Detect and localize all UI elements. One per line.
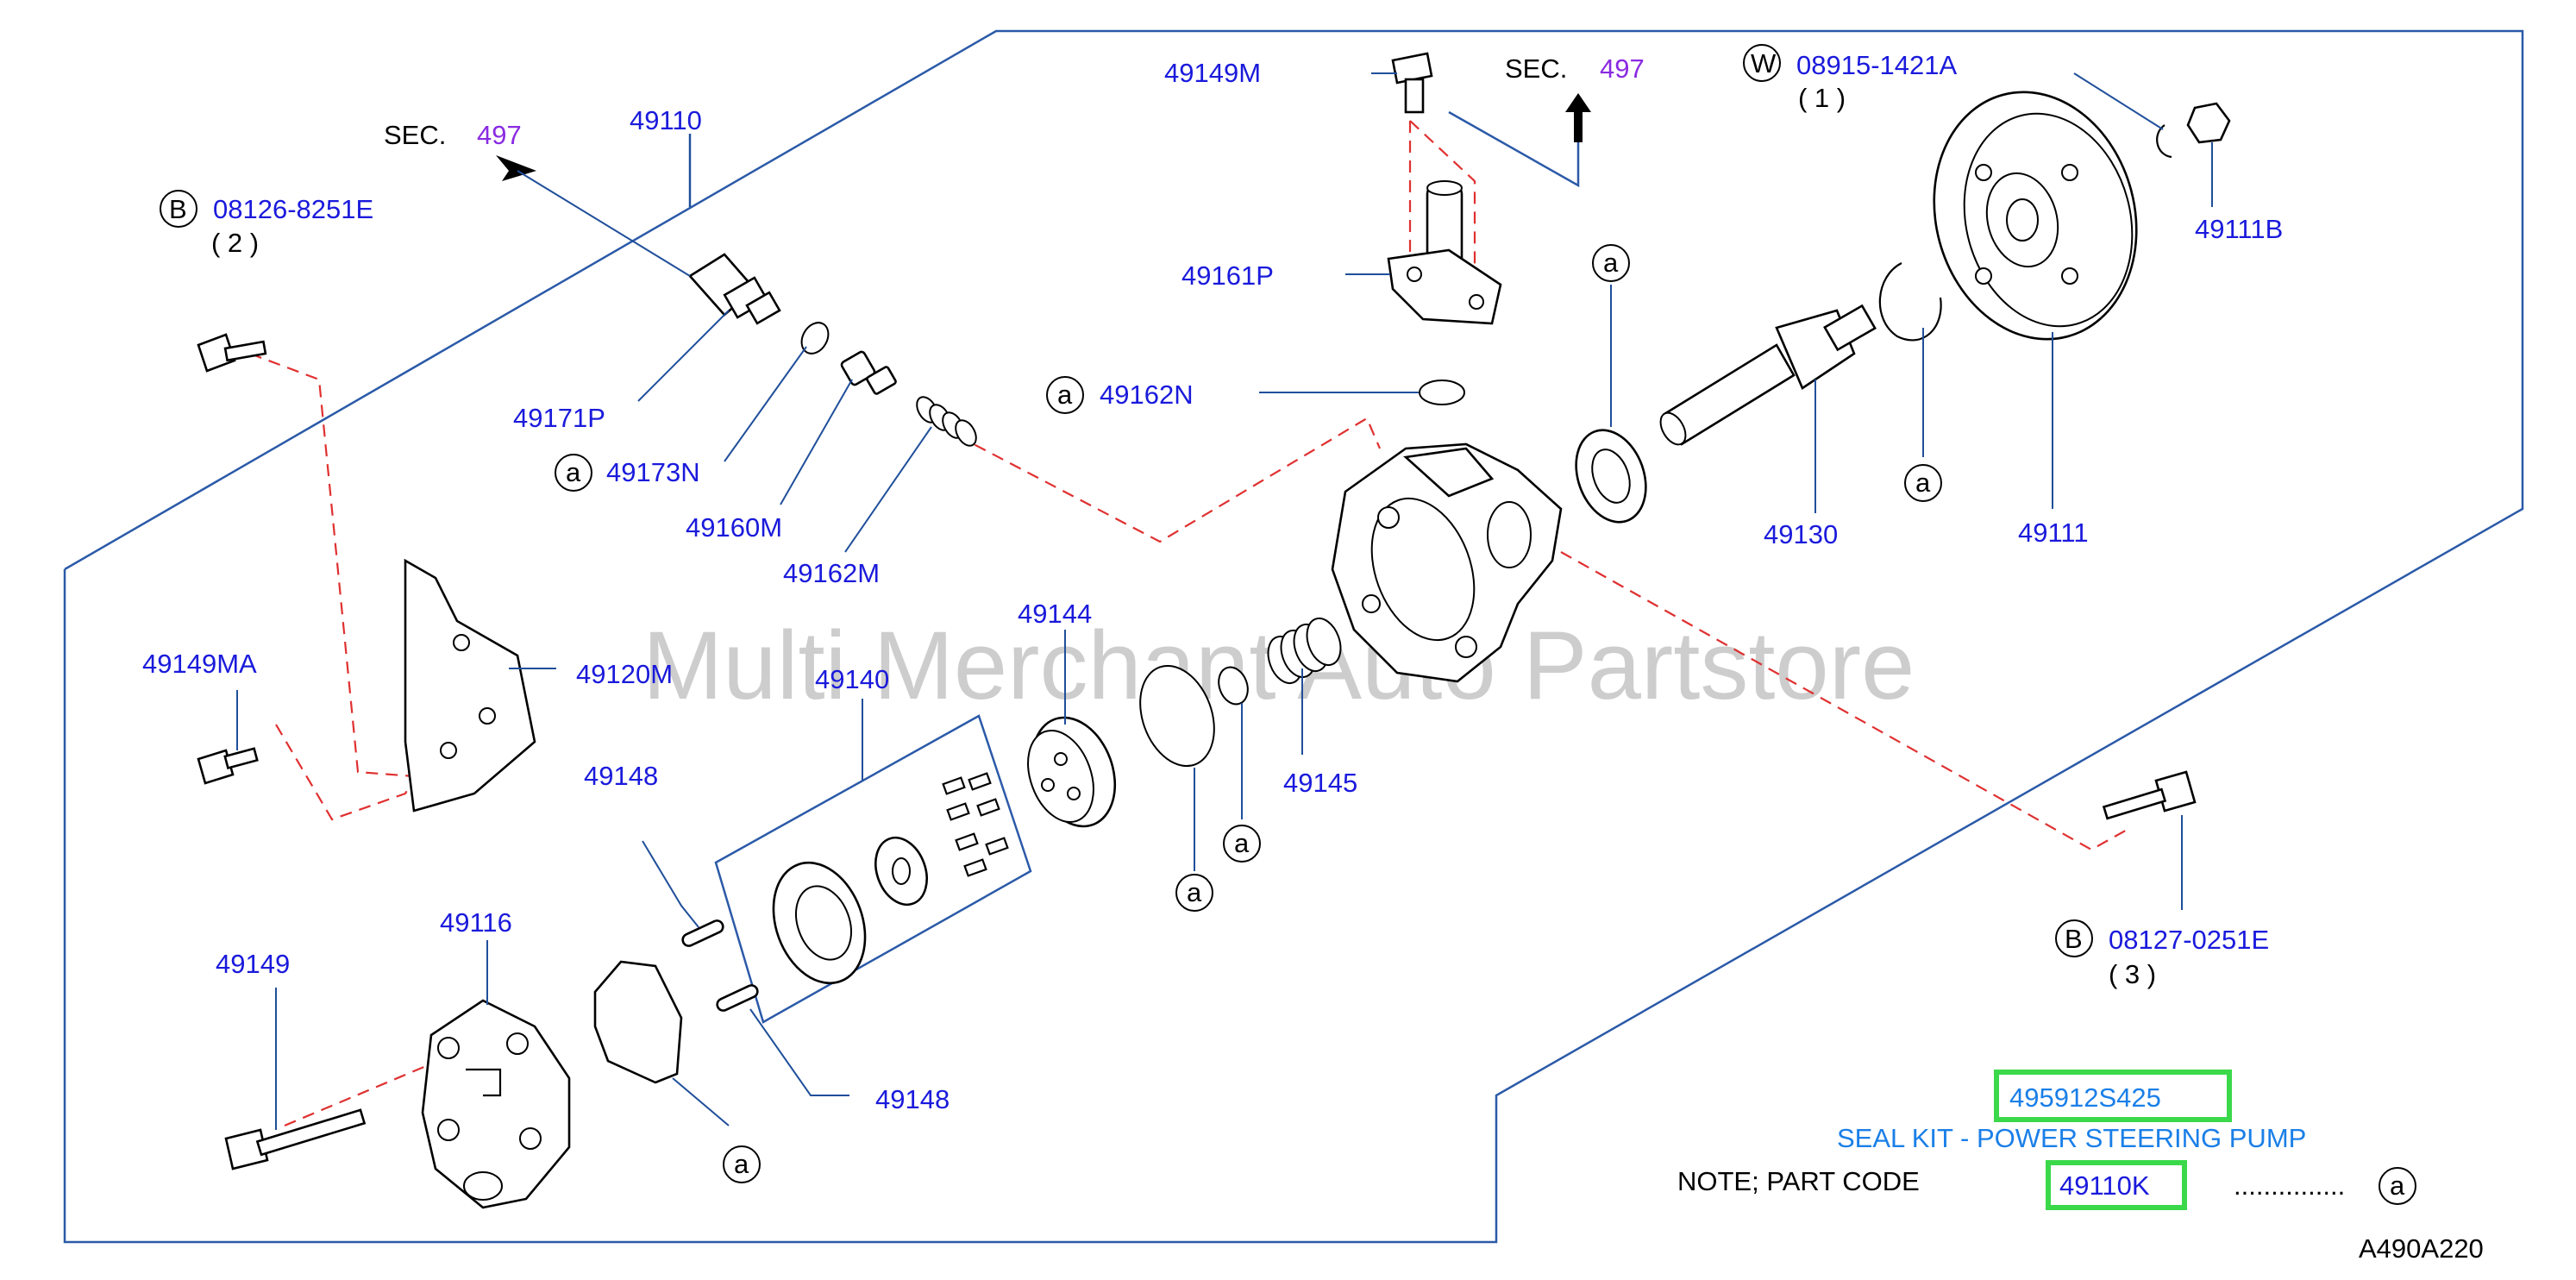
valve-49160M-part: [840, 350, 897, 395]
svg-text:( 2 ): ( 2 ): [211, 228, 259, 258]
union-fitting-49110-part: [688, 253, 781, 325]
o-ring-49173N-part: [800, 322, 830, 355]
oil-seal-part: [1575, 429, 1647, 524]
svg-text:08915-1421A: 08915-1421A: [1796, 50, 1957, 80]
seal-kit-title: SEAL KIT - POWER STEERING PUMP: [1837, 1123, 2306, 1153]
callout-49149MA: 49149MA: [142, 649, 257, 679]
cartridge-kit-49140-part: [714, 714, 1032, 1024]
svg-text:a: a: [1187, 877, 1202, 907]
bolt-49149M-part: [1391, 52, 1433, 114]
callout-49148-upper: 49148: [584, 761, 658, 791]
leader-lines: [236, 72, 2213, 1130]
washer-part: [2156, 124, 2172, 159]
svg-text:a: a: [1234, 828, 1250, 858]
seal-kit-part-number[interactable]: 495912S425: [2009, 1082, 2161, 1113]
svg-text:a: a: [1057, 380, 1073, 410]
callout-49144: 49144: [1018, 599, 1092, 629]
callout-49110: 49110: [630, 105, 702, 135]
callout-49111B: 49111B: [2195, 214, 2283, 244]
seal-markers: a a a a a a a: [555, 244, 1942, 1183]
assembly-frame: [63, 29, 2524, 1244]
sec-497-left-arrow-shaft: [517, 170, 691, 277]
bracket-49120M-part: [404, 558, 536, 813]
note-seal-marker-letter: a: [2390, 1170, 2405, 1201]
sec-497-right-arrow: [1565, 93, 1591, 142]
o-ring-large-part: [1139, 664, 1215, 768]
bolt-49149-part: [224, 1108, 367, 1170]
note-dots: ...............: [2234, 1170, 2345, 1201]
nut-49111B-part: [2186, 102, 2231, 144]
sec-497-right-number: 497: [1600, 53, 1645, 84]
svg-text:a: a: [1603, 248, 1619, 278]
seal-kit-number-highlight: [1994, 1070, 2232, 1122]
callout-49145: 49145: [1283, 768, 1357, 798]
callout-49149: 49149: [216, 949, 290, 979]
callout-49160M: 49160M: [686, 512, 782, 543]
callout-49149M: 49149M: [1164, 58, 1261, 88]
fastener-08127: B 08127-0251E ( 3 ): [2055, 919, 2269, 989]
bolt-49149MA-part: [197, 747, 259, 785]
callout-49162N: 49162N: [1100, 380, 1194, 410]
note-seal-marker: [2379, 1167, 2416, 1205]
sec-497-left-prefix: SEC.: [384, 120, 446, 150]
callout-49161P: 49161P: [1181, 260, 1274, 291]
svg-text:( 1 ): ( 1 ): [1798, 83, 1846, 113]
bolt-08127-part: [2102, 770, 2197, 820]
rear-cover-49116-part: [421, 999, 571, 1209]
pump-housing-part: [1331, 442, 1563, 683]
spring-49145-part: [1267, 617, 1342, 685]
note-prefix: NOTE; PART CODE: [1677, 1166, 1920, 1196]
svg-text:B: B: [2065, 924, 2083, 954]
svg-text:a: a: [734, 1149, 749, 1179]
pulley-49111-part: [1933, 91, 2138, 341]
shaft-49130-part: [1659, 304, 1877, 446]
gasket-part: [593, 960, 683, 1084]
callout-49173N: 49173N: [606, 457, 700, 487]
figure-id: A490A220: [2359, 1233, 2484, 1264]
svg-text:W: W: [1751, 48, 1777, 78]
o-ring-49162N-part: [1419, 380, 1465, 405]
bolt-08126-part: [197, 333, 267, 373]
flange-connector-49161P-part: [1387, 180, 1502, 325]
sec-497-right-frame-leader: [1448, 110, 1580, 188]
fastener-08126: B 08126-8251E ( 2 ): [160, 190, 373, 258]
svg-text:08126-8251E: 08126-8251E: [213, 194, 373, 224]
dowel-pin-upper-part: [681, 919, 724, 947]
svg-text:08127-0251E: 08127-0251E: [2109, 925, 2269, 955]
callout-49162M: 49162M: [783, 558, 880, 588]
svg-text:a: a: [1915, 467, 1931, 498]
side-plate-49144-part: [1027, 716, 1117, 828]
fastener-08915: W 08915-1421A ( 1 ): [1743, 44, 1957, 113]
dowel-pin-lower-part: [716, 984, 759, 1012]
note-code-highlight: [2046, 1160, 2187, 1210]
svg-text:( 3 ): ( 3 ): [2109, 959, 2156, 989]
svg-text:a: a: [566, 457, 581, 487]
sec-497-left-arrow: [496, 155, 536, 181]
snap-ring-part: [1878, 262, 1942, 342]
spring-49162M-part: [916, 396, 977, 447]
sec-497-left-number: 497: [477, 120, 522, 150]
svg-text:B: B: [169, 194, 187, 224]
callout-49130: 49130: [1764, 519, 1838, 549]
o-ring-small-part: [1218, 666, 1249, 706]
callout-49116: 49116: [440, 907, 512, 938]
callout-49120M: 49120M: [576, 659, 673, 689]
sec-497-right-prefix: SEC.: [1505, 53, 1567, 84]
callout-49140: 49140: [815, 664, 889, 694]
callout-49171P: 49171P: [513, 403, 605, 433]
callout-49148-lower: 49148: [875, 1084, 950, 1114]
callout-49111: 49111: [2018, 518, 2089, 548]
note-part-code[interactable]: 49110K: [2059, 1170, 2150, 1201]
